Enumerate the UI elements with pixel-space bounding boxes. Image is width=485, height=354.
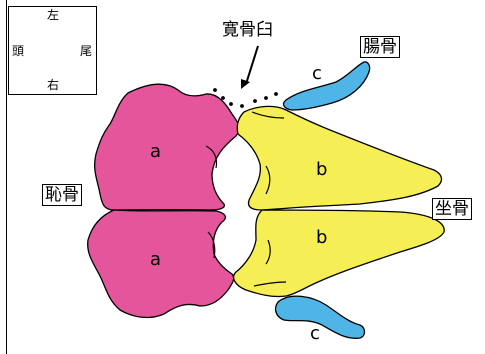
ilium-lower-shape: [274, 295, 366, 339]
pubis-lower-letter: a: [150, 249, 162, 270]
pubis-label: 恥骨: [42, 184, 82, 206]
ilium-lower-letter: c: [310, 323, 320, 344]
compass-tail-label: 尾: [80, 44, 93, 58]
compass-right-side-label: 右: [47, 78, 60, 92]
ilium-label: 腸骨: [360, 36, 400, 58]
ischium-lower-shape: [232, 209, 445, 298]
ischium-label: 坐骨: [432, 198, 472, 220]
acetabulum-pointer-line: [245, 45, 259, 85]
acetabulum-dots: [213, 88, 278, 108]
compass-left-side-label: 左: [47, 8, 60, 22]
ischium-lower-letter: b: [316, 227, 328, 248]
orientation-compass: 左 右 頭 尾: [8, 6, 97, 95]
ilium-upper-letter: c: [312, 63, 322, 84]
bone-detail-lines: [205, 111, 287, 287]
ischium-upper-shape: [236, 105, 443, 211]
pubis-upper-shape: [94, 83, 240, 211]
ilium-upper-shape: [282, 61, 371, 111]
acetabulum-pointer-head: [241, 79, 250, 89]
acetabulum-label: 寛骨臼: [222, 20, 273, 40]
figure-frame: [6, 0, 482, 354]
compass-head-label: 頭: [12, 44, 25, 58]
ischium-upper-letter: b: [316, 159, 328, 180]
pubis-lower-shape: [87, 209, 235, 319]
pubis-upper-letter: a: [150, 141, 162, 162]
